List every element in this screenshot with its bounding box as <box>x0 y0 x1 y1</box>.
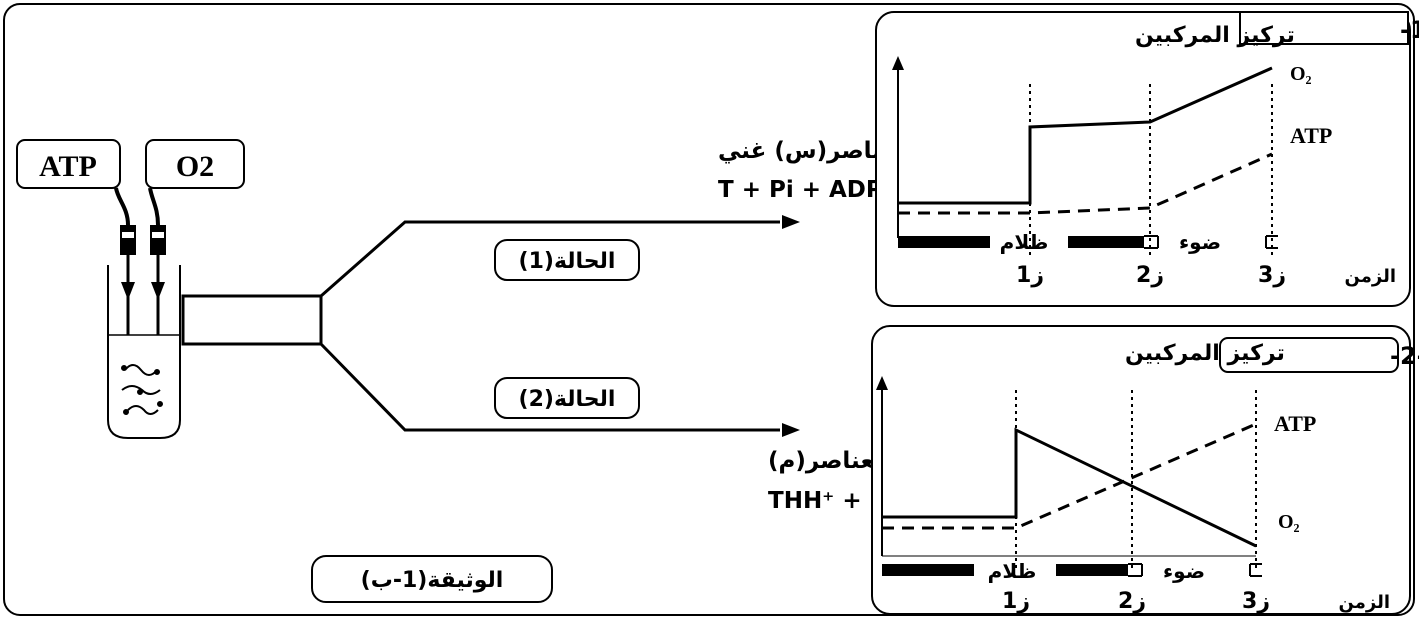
curve-2-series-label-o2: O₂ <box>1278 511 1300 533</box>
curve-2-dark-bar-1 <box>882 564 974 576</box>
curve-1-light-bracket-2 <box>1265 235 1278 249</box>
atp-probe-wire <box>114 187 130 226</box>
atp-probe-label: ATP <box>39 150 97 183</box>
curve-1-title: المنحنى-1- <box>1400 16 1419 44</box>
curve-2-atp-line <box>882 422 1257 530</box>
o2-probe-box <box>145 139 245 189</box>
curve-2-tick-z2: ز2 <box>1118 589 1146 614</box>
curve-2-light-bracket-1 <box>1128 563 1143 577</box>
o2-probe-wire <box>148 187 160 226</box>
curve-2-panel: المنحنى-2- تركيز المركبين ATP O₂ ظلام ضو… <box>871 325 1419 615</box>
curve-1-dark-bar-2 <box>1068 236 1144 248</box>
atp-probe-connector <box>120 225 136 255</box>
atp-probe-box <box>16 139 121 189</box>
curve-2-title-box <box>1219 337 1399 373</box>
curve-1-tick-z1: ز1 <box>1016 263 1044 288</box>
case-2-label: الحالة(2) <box>519 387 616 412</box>
o2-probe-label: O2 <box>176 150 214 183</box>
curve-1-o2-line <box>898 66 1273 205</box>
curve-1-light-bracket-1 <box>1144 235 1159 249</box>
arrow-head-upper <box>782 215 800 229</box>
curve-1-atp-line <box>898 152 1273 215</box>
test-tube <box>107 265 181 439</box>
curve-1-frame <box>875 11 1411 307</box>
case-1-label-box <box>494 239 640 281</box>
curve-2-series-label-atp: ATP <box>1274 411 1316 436</box>
document-caption-box <box>311 555 553 603</box>
sample-box <box>181 294 323 346</box>
apparatus: ATP O2 <box>16 139 245 439</box>
curve-1-dark-bar-1 <box>898 236 990 248</box>
curve-1-xlabel: الزمن <box>1345 266 1396 287</box>
curve-2-xlabel: الزمن <box>1339 592 1390 613</box>
curve-1-tick-z3: ز3 <box>1258 263 1286 288</box>
curve-1-tick-z2: ز2 <box>1136 263 1164 288</box>
curve-1-series-label-atp: ATP <box>1290 123 1332 148</box>
curve-2-frame <box>871 325 1411 615</box>
branch-lower <box>319 342 780 432</box>
curve-1-title-box <box>1239 11 1409 45</box>
case-1-label: الحالة(1) <box>519 249 616 274</box>
arrow-head-lower <box>782 423 800 437</box>
curve-1-series-label-o2: O₂ <box>1290 63 1312 85</box>
curve-2-tick-z3: ز3 <box>1242 589 1270 614</box>
curve-1-ylabel: تركيز المركبين <box>1135 23 1295 48</box>
branch-upper <box>320 220 780 298</box>
o2-probe-connector <box>150 225 166 255</box>
curve-2-phase-dark: ظلام <box>988 559 1037 583</box>
case-2-label-box <box>494 377 640 419</box>
curve-2-light-bracket-2 <box>1249 563 1262 577</box>
curve-2-ylabel: تركيز المركبين <box>1125 341 1285 366</box>
curve-2-tick-z1: ز1 <box>1002 589 1030 614</box>
curve-2-dark-bar-2 <box>1056 564 1128 576</box>
curve-2-phase-light: ضوء <box>1163 559 1205 583</box>
branch-diagram <box>181 215 800 437</box>
suspension-particles <box>121 364 163 415</box>
curve-1-panel: المنحنى-1- تركيز المركبين O₂ ATP ظلام ضو… <box>875 11 1419 307</box>
curve-2-title: المنحنى-2- <box>1390 342 1419 370</box>
document-caption: الوثيقة(1-ب) <box>361 568 504 593</box>
curve-1-phase-dark: ظلام <box>1000 230 1049 254</box>
curve-1-phase-light: ضوء <box>1179 230 1221 254</box>
curve-2-o2-line <box>882 427 1257 548</box>
